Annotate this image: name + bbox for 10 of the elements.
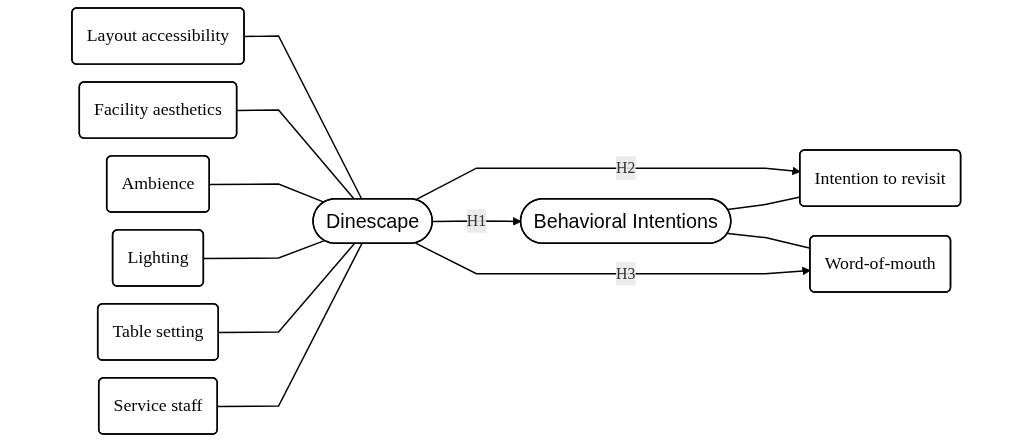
connector bbox=[217, 242, 363, 408]
connector bbox=[218, 242, 356, 334]
arrow bbox=[432, 217, 522, 226]
arrow bbox=[415, 242, 811, 276]
arrow bbox=[415, 166, 801, 201]
edge-label: H2 bbox=[616, 159, 636, 177]
edge-label: H1 bbox=[466, 212, 487, 229]
connector bbox=[209, 183, 326, 204]
edge-label: H3 bbox=[616, 264, 636, 282]
connector bbox=[203, 239, 326, 260]
